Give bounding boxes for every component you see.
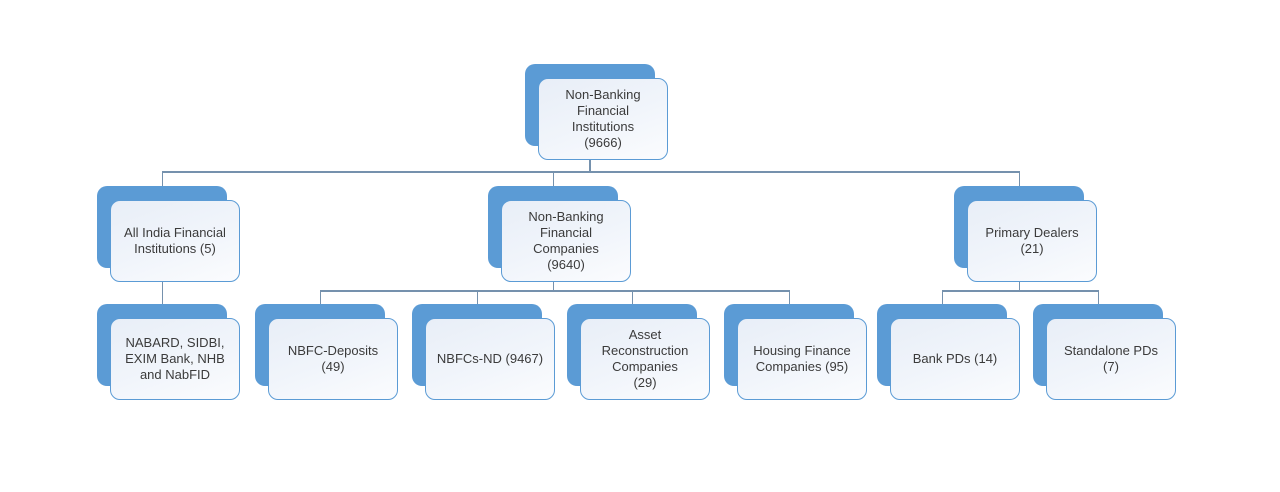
node-primary-dealers: Primary Dealers (21) bbox=[954, 186, 1097, 282]
connector-line bbox=[161, 171, 163, 186]
node-label: Standalone PDs (7) bbox=[1064, 343, 1158, 374]
node-label: Housing Finance Companies (95) bbox=[753, 343, 851, 374]
connector-line bbox=[631, 290, 633, 304]
node-all-india-financial-institutions: All India Financial Institutions (5) bbox=[97, 186, 240, 282]
node-box: Non-Banking Financial Companies (9640) bbox=[501, 200, 631, 282]
node-label: All India Financial Institutions (5) bbox=[124, 225, 226, 256]
connector-line bbox=[476, 290, 478, 304]
connector-line bbox=[1018, 282, 1020, 291]
node-nbfc-deposits: NBFC-Deposits (49) bbox=[255, 304, 398, 400]
node-non-banking-financial-companies: Non-Banking Financial Companies (9640) bbox=[488, 186, 631, 282]
connector-line bbox=[320, 290, 790, 292]
connector-line bbox=[162, 171, 1020, 173]
node-label: NBFCs-ND (9467) bbox=[436, 351, 544, 367]
node-asset-reconstruction-companies: Asset Reconstruction Companies (29) bbox=[567, 304, 710, 400]
node-label: Bank PDs (14) bbox=[912, 351, 998, 367]
connector-line bbox=[788, 290, 790, 304]
node-box: NBFCs-ND (9467) bbox=[425, 318, 555, 400]
node-box: All India Financial Institutions (5) bbox=[110, 200, 240, 282]
connector-line bbox=[941, 290, 943, 304]
node-box: Housing Finance Companies (95) bbox=[737, 318, 867, 400]
node-nbfcs-nd: NBFCs-ND (9467) bbox=[412, 304, 555, 400]
node-label: Non-Banking Financial Companies (9640) bbox=[528, 209, 604, 272]
node-label: NABARD, SIDBI, EXIM Bank, NHB and NabFID bbox=[125, 335, 225, 382]
node-label: Non-Banking Financial Institutions (9666… bbox=[565, 87, 641, 150]
node-box: Standalone PDs (7) bbox=[1046, 318, 1176, 400]
connector-line bbox=[1018, 171, 1020, 186]
node-box: NABARD, SIDBI, EXIM Bank, NHB and NabFID bbox=[110, 318, 240, 400]
connector-line bbox=[942, 290, 1099, 292]
connector-line bbox=[161, 282, 163, 304]
connector-line bbox=[552, 171, 554, 186]
node-label: Asset Reconstruction Companies (29) bbox=[601, 327, 689, 390]
node-box: Bank PDs (14) bbox=[890, 318, 1020, 400]
node-label: NBFC-Deposits (49) bbox=[287, 343, 379, 374]
node-housing-finance-companies: Housing Finance Companies (95) bbox=[724, 304, 867, 400]
node-bank-pds: Bank PDs (14) bbox=[877, 304, 1020, 400]
connector-line bbox=[552, 282, 554, 291]
node-standalone-pds: Standalone PDs (7) bbox=[1033, 304, 1176, 400]
node-box: Primary Dealers (21) bbox=[967, 200, 1097, 282]
node-non-banking-financial-institutions: Non-Banking Financial Institutions (9666… bbox=[525, 64, 668, 160]
connector-line bbox=[589, 160, 591, 172]
node-box: Non-Banking Financial Institutions (9666… bbox=[538, 78, 668, 160]
node-box: NBFC-Deposits (49) bbox=[268, 318, 398, 400]
node-aifi-members: NABARD, SIDBI, EXIM Bank, NHB and NabFID bbox=[97, 304, 240, 400]
connector-line bbox=[1097, 290, 1099, 304]
connector-line bbox=[319, 290, 321, 304]
node-box: Asset Reconstruction Companies (29) bbox=[580, 318, 710, 400]
node-label: Primary Dealers (21) bbox=[985, 225, 1079, 256]
